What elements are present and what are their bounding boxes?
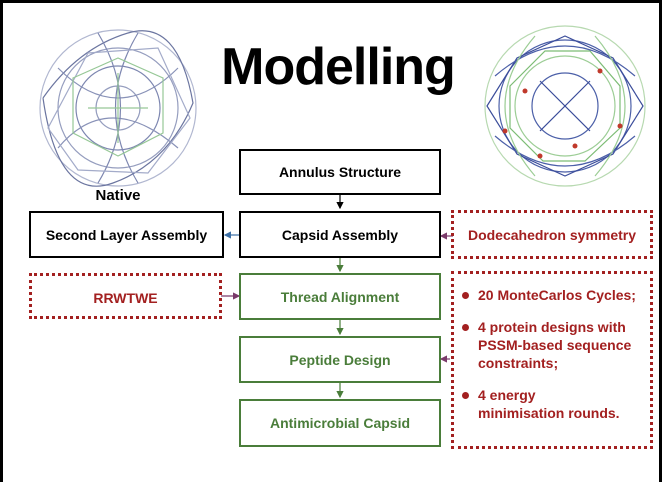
bullet-text: 20 MonteCarlos Cycles; — [478, 287, 636, 303]
antimicrobial-capsid-label: Antimicrobial Capsid — [269, 415, 411, 431]
peptide-design-label: Peptide Design — [289, 351, 391, 368]
rrwtwe-box: RRWTWE — [29, 273, 222, 319]
annulus-structure-label: Annulus Structure — [278, 164, 402, 180]
second-layer-assembly-box: Second Layer Assembly — [29, 211, 224, 258]
native-label: Native — [95, 187, 141, 204]
bullet-item: 20 MonteCarlos Cycles; — [462, 286, 644, 304]
native-structure-image — [39, 29, 197, 187]
dodecahedron-symmetry-box: Dodecahedron symmetry — [451, 210, 653, 259]
bullet-dot-icon — [462, 324, 469, 331]
thread-alignment-box: Thread Alignment — [239, 273, 441, 320]
annulus-structure-box: Annulus Structure — [239, 149, 441, 195]
bullet-item: 4 energy minimisation rounds. — [462, 386, 644, 422]
dodecahedron-symmetry-label: Dodecahedron symmetry — [467, 226, 637, 243]
thread-alignment-label: Thread Alignment — [280, 288, 400, 305]
peptide-design-box: Peptide Design — [239, 336, 441, 383]
bullet-text: 4 protein designs with PSSM-based sequen… — [478, 319, 632, 371]
bullet-item: 4 protein designs with PSSM-based sequen… — [462, 318, 644, 372]
design-parameters-box: 20 MonteCarlos Cycles; 4 protein designs… — [451, 271, 653, 449]
capsid-structure-image — [484, 25, 646, 187]
bullet-dot-icon — [462, 292, 469, 299]
slide-title: Modelling — [221, 38, 456, 96]
bullet-text: 4 energy minimisation rounds. — [478, 387, 620, 421]
capsid-assembly-box: Capsid Assembly — [239, 211, 441, 258]
bullet-dot-icon — [462, 392, 469, 399]
rrwtwe-label: RRWTWE — [93, 290, 158, 306]
second-layer-assembly-label: Second Layer Assembly — [45, 226, 208, 243]
antimicrobial-capsid-box: Antimicrobial Capsid — [239, 399, 441, 447]
capsid-assembly-label: Capsid Assembly — [281, 226, 399, 243]
